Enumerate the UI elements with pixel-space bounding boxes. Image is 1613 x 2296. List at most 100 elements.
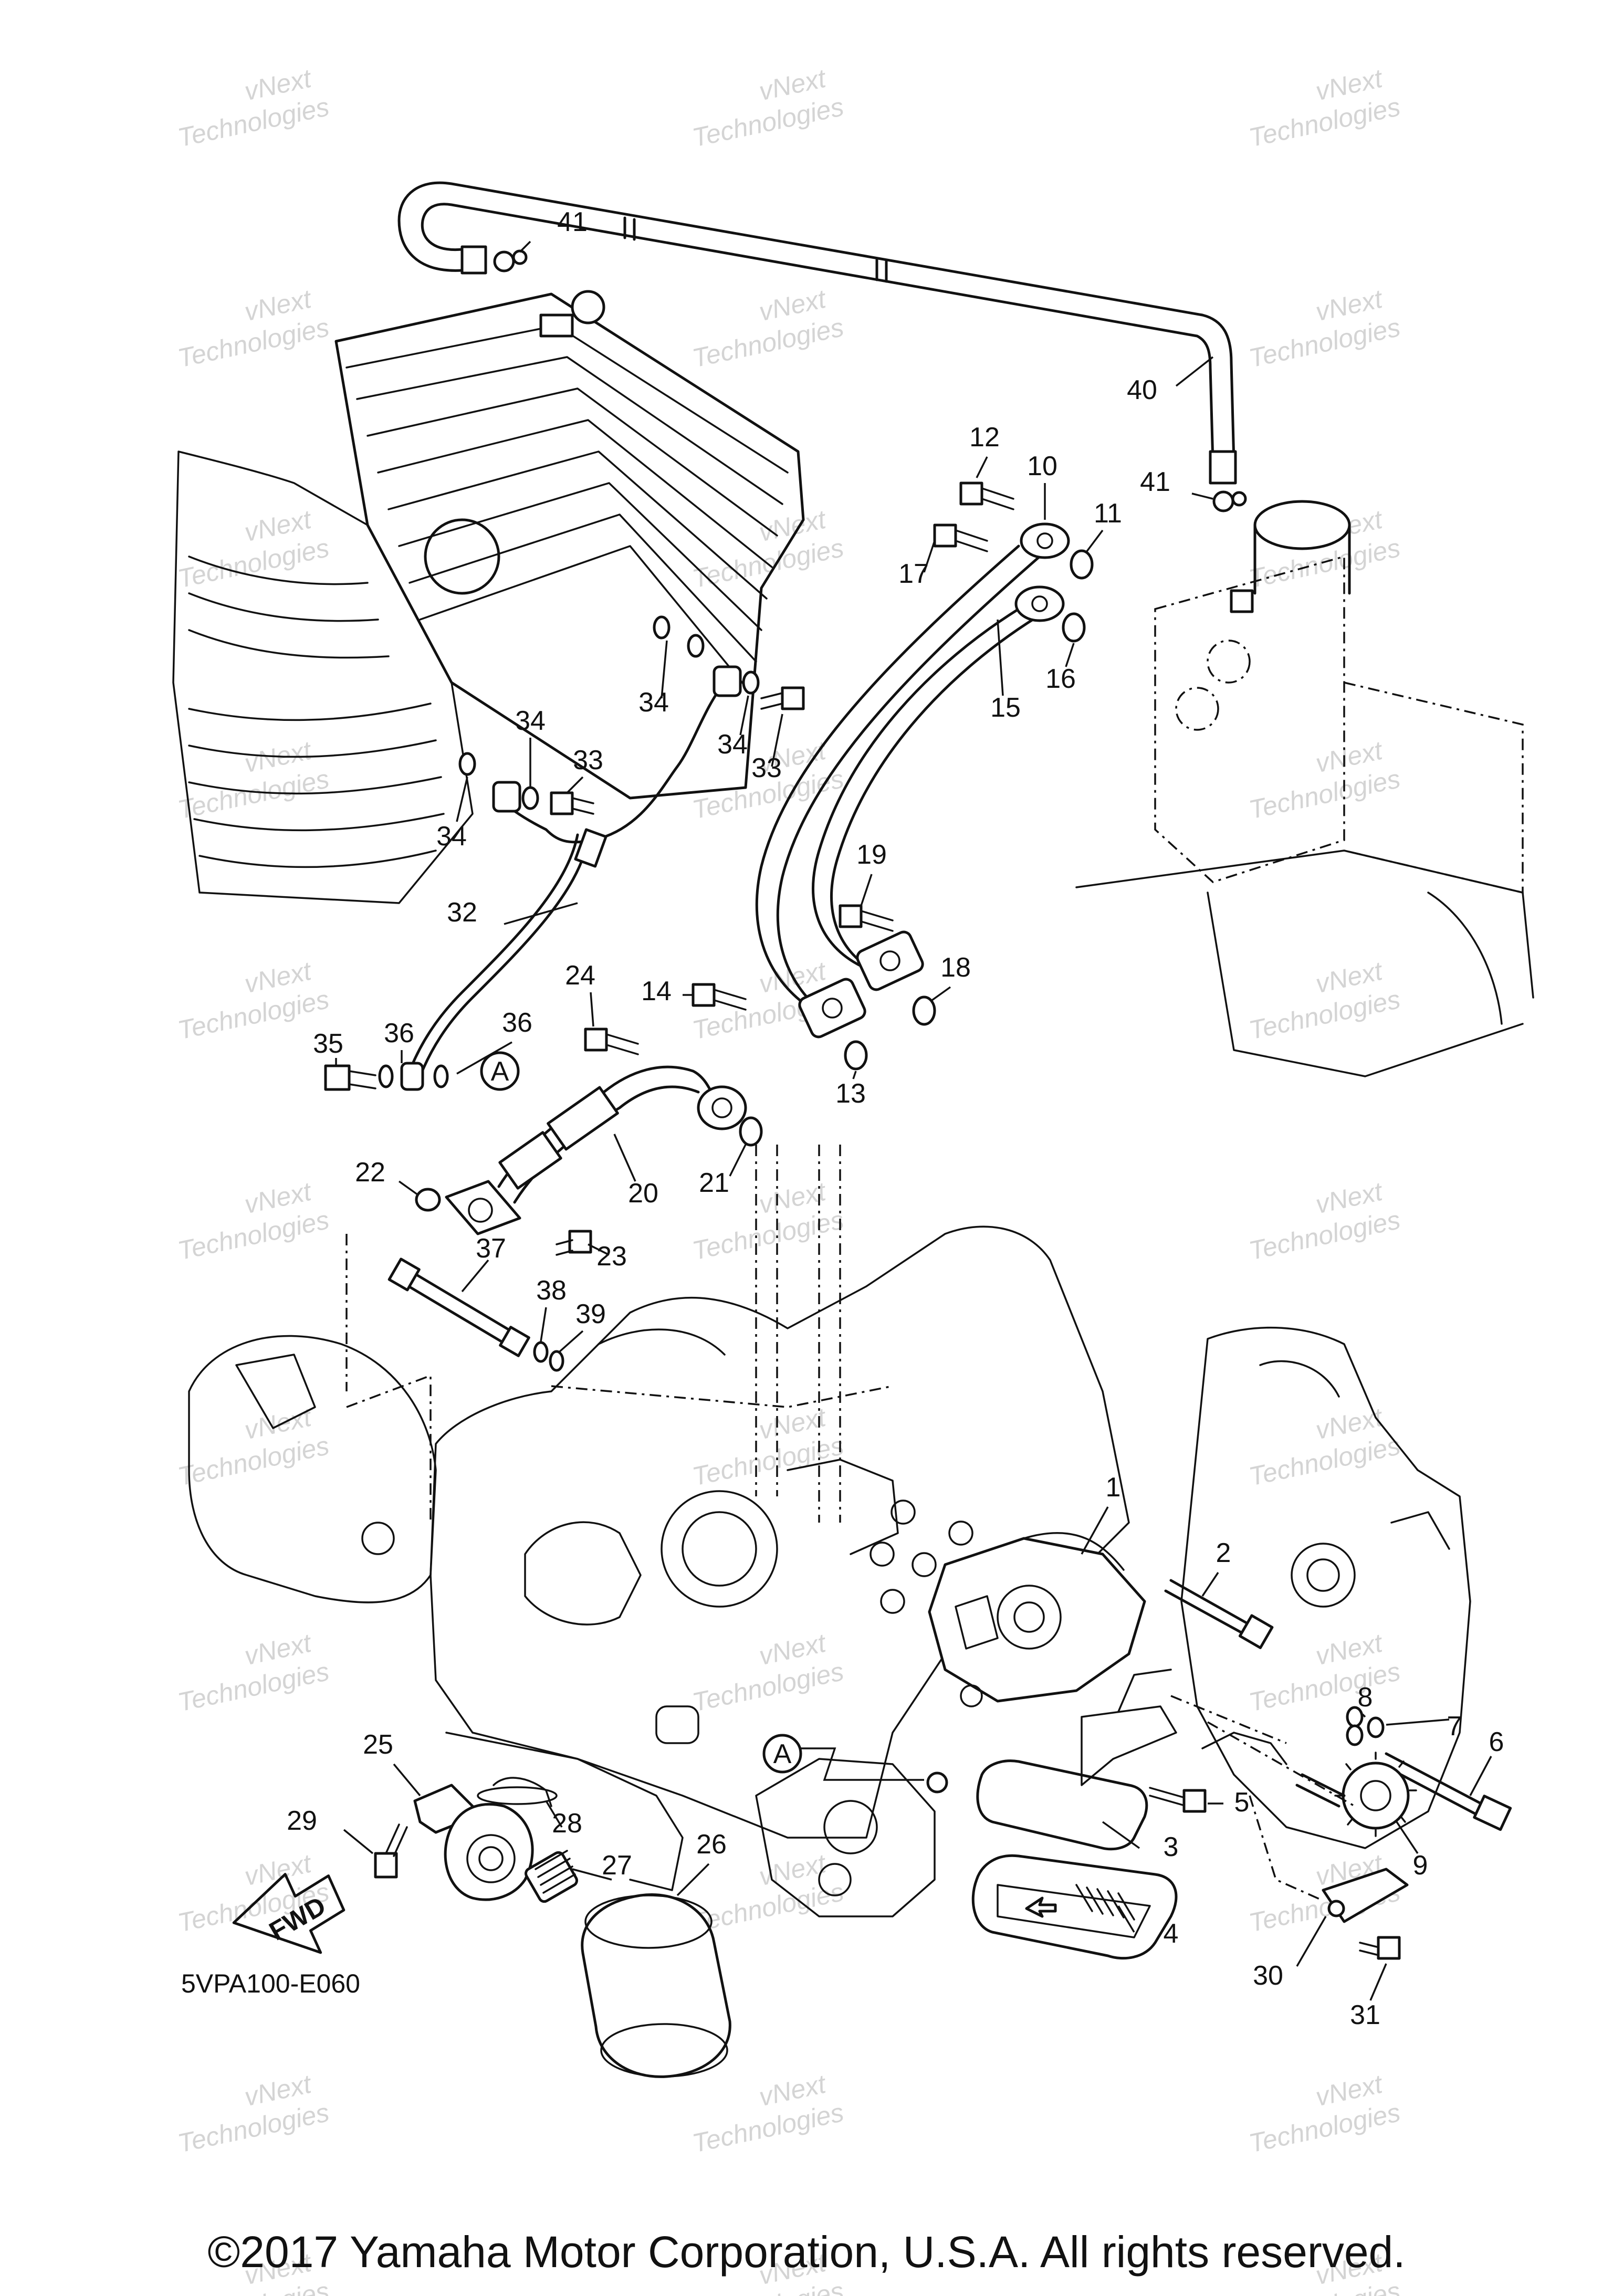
gear-retainer-plate[interactable]: [1322, 1868, 1409, 1923]
callout-label: 5: [1234, 1787, 1250, 1818]
callout-41: 41: [519, 207, 588, 253]
callout-label: 34: [638, 687, 669, 718]
oil-strainer-pipe[interactable]: [387, 1257, 530, 1357]
oil-pump[interactable]: [928, 1532, 1146, 1707]
callout-label: 34: [436, 821, 467, 852]
breather-hose[interactable]: [397, 181, 1237, 485]
oil-filter[interactable]: [581, 1893, 731, 2078]
callout-9: 9: [1396, 1821, 1428, 1881]
callout-label: 17: [898, 559, 929, 589]
callout-label: 6: [1489, 1727, 1504, 1757]
hose-clip[interactable]: [493, 249, 528, 272]
filter-bolt[interactable]: [374, 1823, 408, 1879]
callout-label: 41: [557, 207, 588, 237]
bolt[interactable]: [584, 1028, 639, 1055]
banjo[interactable]: [492, 781, 521, 813]
callout-label: 8: [1358, 1682, 1373, 1713]
washer[interactable]: [521, 786, 539, 810]
banjo[interactable]: [713, 665, 742, 697]
o-ring[interactable]: [533, 1341, 549, 1363]
callout-label: 1: [1106, 1472, 1121, 1503]
callout-25: 25: [363, 1729, 421, 1797]
copyright-notice: ©2017 Yamaha Motor Corporation, U.S.A. A…: [207, 2227, 1405, 2277]
callout-label: 3: [1164, 1832, 1179, 1862]
union-bolt[interactable]: [760, 686, 805, 710]
hose-clip[interactable]: [1212, 490, 1247, 512]
callout-33: 33: [566, 745, 603, 794]
strainer-screen[interactable]: [971, 1854, 1178, 1960]
filter-stud[interactable]: [524, 1850, 579, 1904]
o-ring[interactable]: [1070, 549, 1094, 580]
washer[interactable]: [378, 1064, 394, 1088]
bolt[interactable]: [556, 1230, 592, 1256]
strainer-bolt[interactable]: [1149, 1787, 1207, 1813]
callout-label: 35: [313, 1029, 343, 1059]
svg-text:A: A: [491, 1056, 509, 1087]
oil-strainer[interactable]: [976, 1669, 1177, 1851]
callout-label: 20: [628, 1178, 658, 1209]
oil-hose-return[interactable]: [812, 585, 1065, 976]
callout-label: 4: [1164, 1918, 1179, 1949]
callout-label: 38: [536, 1275, 567, 1306]
crankcase-left-cover: [188, 1234, 437, 1603]
washer[interactable]: [1346, 1724, 1364, 1746]
retainer-bolt[interactable]: [1359, 1936, 1401, 1960]
callout-7: 7: [1386, 1711, 1462, 1742]
bolt[interactable]: [839, 904, 894, 932]
bolt[interactable]: [933, 523, 988, 552]
union-bolt[interactable]: [550, 791, 594, 815]
o-ring[interactable]: [844, 1040, 868, 1071]
pump-bolt-long[interactable]: [1164, 1579, 1274, 1649]
bolt[interactable]: [959, 481, 1014, 510]
callout-8: 8: [1358, 1682, 1373, 1718]
oil-tank: [1075, 500, 1534, 1077]
callout-20: 20: [613, 1134, 658, 1209]
crankcase: [430, 1145, 1130, 1917]
filter-gasket[interactable]: [477, 1786, 558, 1805]
callout-39: 39: [558, 1299, 606, 1353]
oil-hose-feed[interactable]: [755, 522, 1070, 1025]
callout-21: 21: [699, 1144, 747, 1198]
hose-fitting[interactable]: [797, 977, 867, 1040]
o-ring[interactable]: [739, 1116, 763, 1147]
callout-29: 29: [287, 1806, 374, 1854]
o-ring[interactable]: [912, 995, 936, 1026]
washer[interactable]: [653, 615, 671, 639]
union-bolt-lower[interactable]: [324, 1064, 376, 1091]
callout-label: 29: [287, 1806, 317, 1836]
callout-24: 24: [565, 960, 595, 1027]
washer[interactable]: [1367, 1716, 1385, 1738]
callout-label: 31: [1350, 2000, 1380, 2030]
callout-label: 22: [355, 1157, 385, 1188]
hose-fitting[interactable]: [855, 930, 925, 992]
callout-label: 19: [856, 840, 887, 870]
callout-33: 33: [751, 714, 783, 783]
oil-delivery-pipe[interactable]: [408, 681, 726, 1078]
o-ring[interactable]: [549, 1350, 564, 1372]
washer[interactable]: [742, 670, 760, 695]
callout-13: 13: [835, 1071, 866, 1109]
callout-label: 40: [1127, 375, 1157, 405]
oil-pipe-assembly[interactable]: [445, 1065, 747, 1235]
callout-36: 36: [384, 1018, 414, 1063]
oil-pump-gear[interactable]: [1295, 1752, 1417, 1837]
banjo[interactable]: [400, 1062, 424, 1091]
callout-label: 26: [696, 1829, 727, 1860]
callout-label: 14: [641, 976, 672, 1007]
washer[interactable]: [433, 1064, 449, 1088]
o-ring[interactable]: [415, 1188, 441, 1212]
callout-40: 40: [1127, 356, 1214, 405]
o-ring[interactable]: [1062, 612, 1086, 643]
washer[interactable]: [687, 634, 705, 658]
washer[interactable]: [458, 752, 476, 776]
callout-18: 18: [931, 952, 971, 1001]
